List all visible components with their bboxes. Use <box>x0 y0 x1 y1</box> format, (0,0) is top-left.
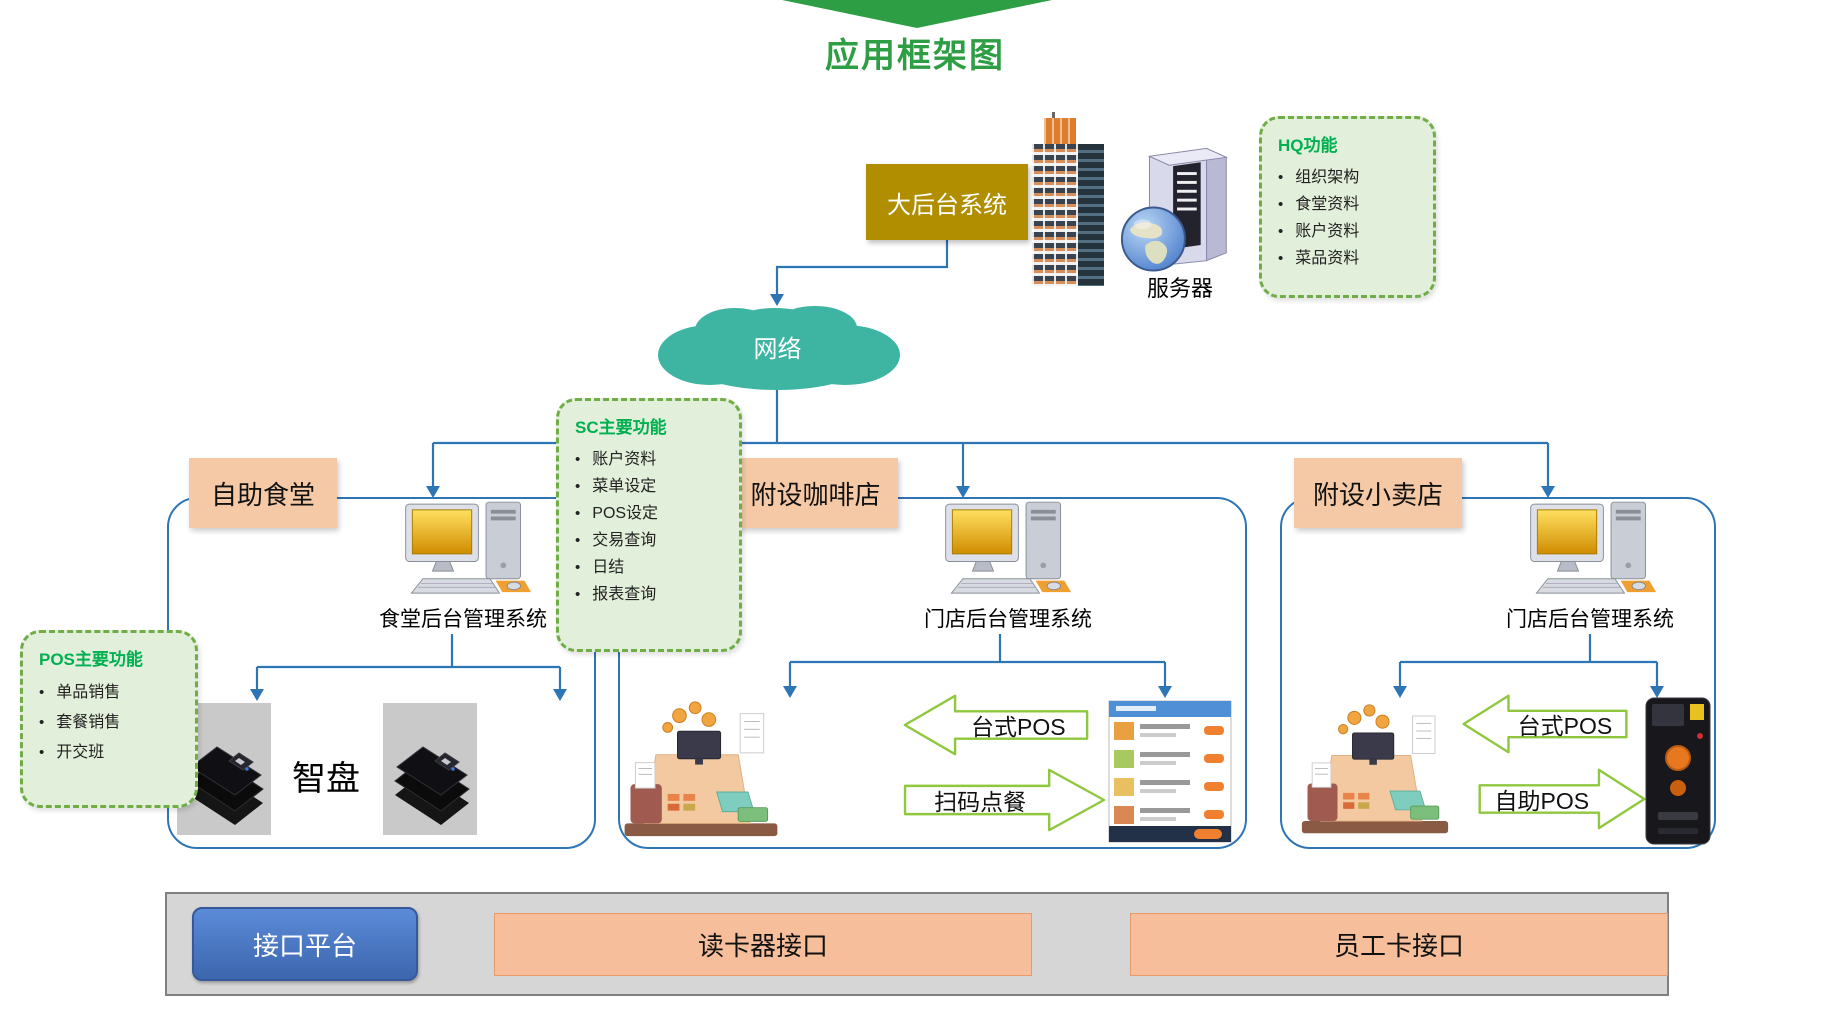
cafe-computer-icon <box>945 501 1072 594</box>
smart-tray-device-image <box>383 703 477 835</box>
sc-panel-item: 日结 <box>575 554 735 581</box>
sc-functions-panel: SC主要功能 账户资料 菜单设定 POS设定 交易查询 日结 报表查询 <box>556 398 742 652</box>
cafe-section-label: 附设咖啡店 <box>733 458 898 528</box>
hq-panel-list: 组织架构 食堂资料 账户资料 菜品资料 <box>1262 164 1433 272</box>
building-side-tower <box>1078 144 1104 286</box>
building-tower <box>1032 144 1078 286</box>
cafe-system-label: 门店后台管理系统 <box>924 608 1092 631</box>
mobile-ordering-app-image <box>1108 700 1232 843</box>
left-block-arrow-icon <box>903 694 1089 756</box>
page-title: 应用框架图 <box>825 36 1005 75</box>
shop-system-label: 门店后台管理系统 <box>1506 608 1674 631</box>
hq-functions-panel: HQ功能 组织架构 食堂资料 账户资料 菜品资料 <box>1259 116 1436 298</box>
arrow-label: 台式POS <box>971 714 1066 740</box>
building-antenna <box>1052 112 1055 121</box>
sc-panel-item: POS设定 <box>575 500 735 527</box>
canteen-section-label: 自助食堂 <box>189 458 337 528</box>
sc-panel-item: 报表查询 <box>575 581 735 608</box>
canteen-computer-icon <box>405 501 532 594</box>
cafe-cash-register-icon <box>624 701 778 837</box>
shop-section-label: 附设小卖店 <box>1294 458 1462 528</box>
left-block-arrow-icon <box>1462 694 1628 754</box>
server-icon <box>1120 147 1228 272</box>
interface-platform-box: 接口平台 <box>192 907 418 981</box>
right-block-arrow-icon <box>1478 768 1646 830</box>
hq-backend-system-box: 大后台系统 <box>866 164 1028 240</box>
employee-card-interface-box: 员工卡接口 <box>1130 913 1668 976</box>
pos-panel-item: 单品销售 <box>39 678 191 708</box>
card-reader-interface-box: 读卡器接口 <box>494 913 1032 976</box>
smart-tray-label: 智盘 <box>292 759 360 798</box>
shop-self-service-pos-arrow: 自助POS <box>1478 768 1646 830</box>
pos-panel-item: 套餐销售 <box>39 708 191 738</box>
hq-panel-item: 菜品资料 <box>1278 245 1429 272</box>
pos-functions-panel: POS主要功能 单品销售 套餐销售 开交班 <box>20 630 198 808</box>
sc-panel-list: 账户资料 菜单设定 POS设定 交易查询 日结 报表查询 <box>559 446 739 608</box>
right-block-arrow-icon <box>903 768 1106 832</box>
interface-bar: 接口平台 读卡器接口 员工卡接口 <box>165 892 1669 996</box>
shop-cash-register-icon <box>1301 704 1449 834</box>
pos-panel-title: POS主要功能 <box>39 650 143 669</box>
arrow-label: 扫码点餐 <box>934 789 1027 815</box>
sc-panel-item: 交易查询 <box>575 527 735 554</box>
arrow-label: 自助POS <box>1494 788 1590 814</box>
network-label: 网络 <box>753 335 802 363</box>
arrow-label: 台式POS <box>1517 713 1613 739</box>
shop-computer-icon <box>1530 501 1657 594</box>
hq-panel-item: 账户资料 <box>1278 218 1429 245</box>
sc-panel-title: SC主要功能 <box>575 418 667 437</box>
building-rooftop <box>1044 118 1076 146</box>
sc-panel-item: 账户资料 <box>575 446 735 473</box>
cafe-desktop-pos-arrow: 台式POS <box>903 694 1089 756</box>
hq-panel-item: 组织架构 <box>1278 164 1429 191</box>
self-service-kiosk-image <box>1645 697 1711 845</box>
down-chevron-icon <box>782 0 1052 28</box>
pos-panel-list: 单品销售 套餐销售 开交班 <box>23 678 195 768</box>
cafe-scan-order-arrow: 扫码点餐 <box>903 768 1106 832</box>
canteen-system-label: 食堂后台管理系统 <box>379 608 547 631</box>
sc-panel-item: 菜单设定 <box>575 473 735 500</box>
headquarters-building-icon <box>1032 112 1104 286</box>
network-cloud: 网络 <box>640 300 915 392</box>
server-label: 服务器 <box>1146 276 1213 301</box>
hq-panel-title: HQ功能 <box>1278 136 1338 155</box>
pos-panel-item: 开交班 <box>39 738 191 768</box>
hq-panel-item: 食堂资料 <box>1278 191 1429 218</box>
shop-desktop-pos-arrow: 台式POS <box>1462 694 1628 754</box>
